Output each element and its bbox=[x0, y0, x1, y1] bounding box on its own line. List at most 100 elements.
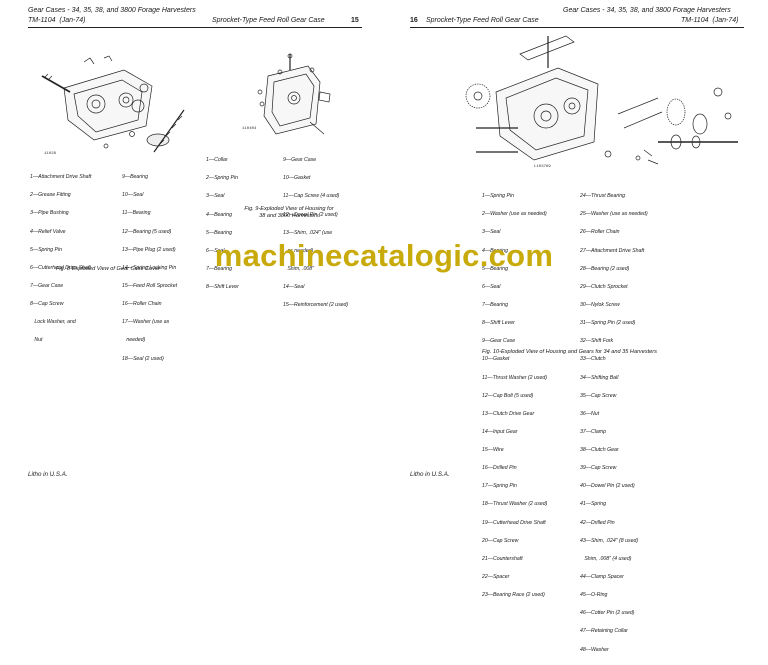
header-manual-line: TM-1104 (Jan-74) bbox=[681, 17, 738, 24]
header-manual: TM-1104 bbox=[681, 17, 709, 24]
fig9-legend-col1: 1—Collar 2—Spring Pin 3—Seal 4—Bearing 5… bbox=[206, 145, 239, 302]
legend-item: 15—Feed Roll Sprocket bbox=[122, 282, 178, 289]
legend-item: 17—Spring Pin bbox=[482, 483, 517, 490]
legend-item: 7—Bearing bbox=[206, 265, 232, 272]
legend-item: 28—Bearing (2 used) bbox=[580, 265, 630, 272]
legend-item: 6—Seal bbox=[482, 283, 501, 290]
legend-item: 10—Gasket bbox=[482, 356, 510, 363]
legend-item: 27—Attachment Drive Shaft bbox=[580, 247, 645, 254]
legend-item: 31—Spring Pin (2 used) bbox=[580, 320, 636, 327]
legend-item: 3—Seal bbox=[482, 229, 501, 236]
legend-item: 20—Cap Screw bbox=[482, 537, 519, 544]
legend-item: 15—Reinforcement (2 used) bbox=[283, 302, 349, 309]
legend-item: 11—Thrust Washer (2 used) bbox=[482, 374, 547, 381]
legend-item: 13—Pipe Plug (2 used) bbox=[122, 246, 176, 253]
legend-item: Shim, .008" bbox=[283, 265, 314, 272]
legend-item: 30—Nylok Screw bbox=[580, 301, 620, 308]
header-date: (Jan-74) bbox=[712, 17, 739, 24]
legend-item: 5—Bearing bbox=[482, 265, 508, 272]
fig9-caption-line: 38 and 3800 Harvesters bbox=[259, 213, 319, 219]
legend-item: 38—Clutch Gear bbox=[580, 447, 619, 454]
legend-item: 14—Seal bbox=[283, 284, 305, 291]
legend-item: 44—Clamp Spacer bbox=[580, 574, 624, 581]
legend-item: 14—Input Gear bbox=[482, 428, 518, 435]
legend-item: 9—Bearing bbox=[122, 174, 148, 181]
legend-item: 3—Seal bbox=[206, 193, 225, 200]
legend-item: 41—Spring bbox=[580, 501, 606, 508]
legend-item: 8—Shift Lever bbox=[482, 320, 515, 327]
legend-item: 29—Clutch Sprocket bbox=[580, 283, 628, 290]
legend-item: 47—Retaining Collar bbox=[580, 628, 628, 635]
legend-item: 9—Gear Case bbox=[283, 157, 317, 164]
legend-item: 10—Gasket bbox=[283, 175, 311, 182]
header-section: Sprocket-Type Feed Roll Gear Case bbox=[212, 17, 325, 24]
legend-item: as needed) bbox=[283, 247, 314, 254]
fig9-caption-line: Fig. 9-Exploded View of Housing for bbox=[244, 206, 334, 212]
legend-item: 13—Shim, .024" (use bbox=[283, 229, 333, 236]
legend-item: 12—Dowel Pin (2 used) bbox=[283, 211, 338, 218]
header-rule bbox=[410, 27, 744, 28]
header-series: Gear Cases - 34, 35, 38, and 3800 Forage… bbox=[28, 7, 196, 14]
legend-item: 2—Grease Fitting bbox=[30, 192, 71, 199]
legend-item: 22—Spacer bbox=[482, 574, 510, 581]
fig10-part-id: L103769 bbox=[534, 165, 551, 169]
legend-item: Shim, .008" (4 used) bbox=[580, 555, 632, 562]
legend-item: 35—Cap Screw bbox=[580, 392, 617, 399]
legend-item: 2—Washer (use as needed) bbox=[482, 211, 547, 218]
legend-item: 4—Bearing bbox=[482, 247, 508, 254]
legend-item: 16—Roller Chain bbox=[122, 301, 162, 308]
legend-item: 39—Cap Screw bbox=[580, 465, 617, 472]
legend-item: 1—Collar bbox=[206, 157, 228, 164]
legend-item: 37—Clamp bbox=[580, 428, 606, 435]
legend-item: 33—Clutch bbox=[580, 356, 606, 363]
legend-item: 15—Wire bbox=[482, 447, 504, 454]
legend-item: 36—Nut bbox=[580, 410, 600, 417]
legend-item: 11—Cap Screw (4 used) bbox=[283, 193, 340, 200]
legend-item: 1—Spring Pin bbox=[482, 193, 515, 200]
page-number: 16 bbox=[410, 17, 418, 24]
legend-item: 6—Cutterhead Drive Shaft bbox=[30, 264, 91, 271]
legend-item: needed) bbox=[122, 337, 146, 344]
fig8-illustration bbox=[34, 48, 194, 158]
header-rule bbox=[28, 27, 362, 28]
fig9-illustration bbox=[250, 52, 340, 140]
legend-item: 18—Thrust Washer (2 used) bbox=[482, 501, 548, 508]
left-page: Gear Cases - 34, 35, 38, and 3800 Forage… bbox=[0, 0, 384, 497]
fig8-legend-col1: 1—Attachment Drive Shaft 2—Grease Fittin… bbox=[30, 162, 91, 356]
page-number: 15 bbox=[351, 17, 359, 24]
fig8-part-id: 11028 bbox=[44, 152, 57, 156]
header-manual-line: TM-1104 (Jan-74) bbox=[28, 17, 85, 24]
legend-item: 46—Cotter Pin (2 used) bbox=[580, 610, 635, 617]
legend-item: 5—Bearing bbox=[206, 229, 232, 236]
legend-item: 48—Washer bbox=[580, 646, 609, 653]
fig10-illustration bbox=[448, 32, 748, 172]
legend-item: 18—Seal (2 used) bbox=[122, 355, 164, 362]
header-manual: TM-1104 bbox=[28, 17, 56, 24]
legend-item: 7—Bearing bbox=[482, 301, 508, 308]
header-section: Sprocket-Type Feed Roll Gear Case bbox=[426, 17, 539, 24]
legend-item: 14—Spring Locking Pin bbox=[122, 264, 177, 271]
legend-item: 6—Seal bbox=[206, 247, 225, 254]
fig9-part-id: 110404 bbox=[242, 127, 257, 131]
legend-item: 8—Shift Lever bbox=[206, 284, 239, 291]
fig8-legend-col2: 9—Bearing 10—Seal 11—Bearing 12—Bearing … bbox=[122, 162, 177, 374]
legend-item: 17—Washer (use as bbox=[122, 319, 170, 326]
header-date: (Jan-74) bbox=[59, 17, 86, 24]
legend-item: 13—Clutch Drive Gear bbox=[482, 410, 535, 417]
legend-item: 26—Roller Chain bbox=[580, 229, 620, 236]
legend-item: 5—Spring Pin bbox=[30, 246, 63, 253]
legend-item: 34—Shifting Ball bbox=[580, 374, 619, 381]
legend-item: 3—Pipe Bushing bbox=[30, 210, 69, 217]
watermark: machinecatalogic.com bbox=[214, 238, 554, 273]
legend-item: 16—Drilled Pin bbox=[482, 465, 517, 472]
fig8-caption: Fig. 8-Exploded View of Gear Case Cover bbox=[56, 266, 161, 272]
header-series: Gear Cases - 34, 35, 38, and 3800 Forage… bbox=[563, 7, 731, 14]
legend-item: 45—O-Ring bbox=[580, 592, 608, 599]
legend-item: 21—Countershaft bbox=[482, 555, 523, 562]
fig9-caption: Fig. 9-Exploded View of Housing for 38 a… bbox=[234, 206, 344, 220]
legend-item: 12—Bearing (5 used) bbox=[122, 228, 172, 235]
footer: Litho in U.S.A. bbox=[410, 471, 450, 478]
legend-item: 2—Spring Pin bbox=[206, 175, 239, 182]
legend-item: 43—Shim, .024" (8 used) bbox=[580, 537, 639, 544]
legend-item: 40—Dowel Pin (2 used) bbox=[580, 483, 635, 490]
